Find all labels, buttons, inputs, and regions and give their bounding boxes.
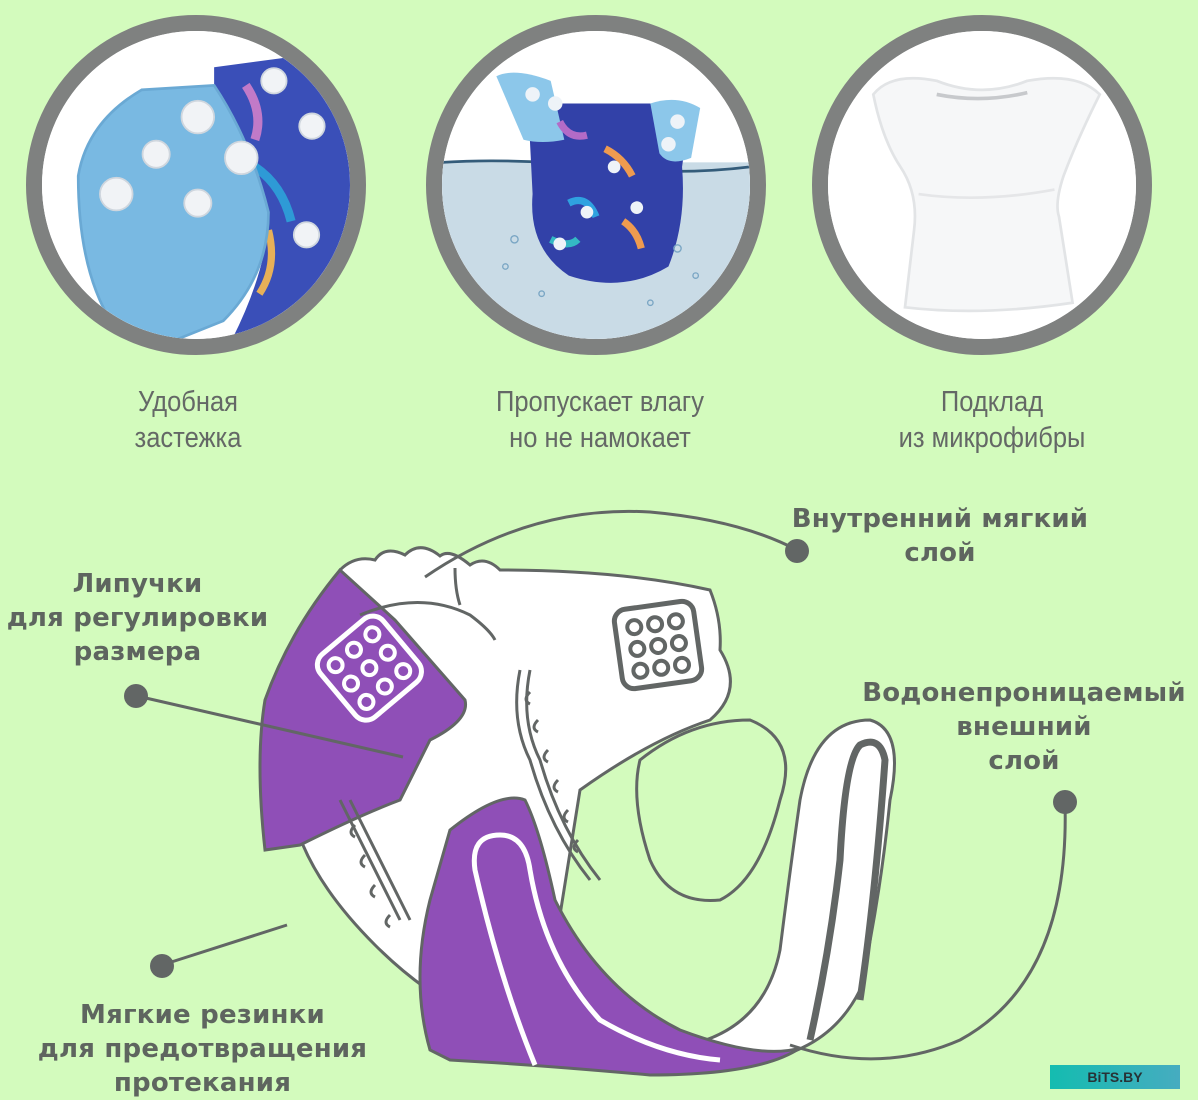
snap-patch-icon	[611, 598, 705, 692]
elastics-label: Мягкие резинки для предотвращения протек…	[20, 998, 385, 1100]
label-line: Липучки	[72, 569, 203, 599]
fastener-caption: Удобная застежка	[30, 384, 347, 456]
watermark-badge: BiTS.BY	[1050, 1065, 1180, 1089]
waterproof-caption: Пропускает влагу но не намокает	[442, 384, 759, 456]
fastener-illustration-icon	[42, 31, 350, 339]
caption-line: Удобная	[137, 386, 239, 418]
label-line: Внутренний мягкий	[791, 504, 1089, 534]
velcro-label: Липучки для регулировки размера	[0, 567, 275, 669]
label-line: слой	[904, 538, 976, 568]
caption-line: Пропускает влагу	[496, 386, 704, 418]
label-line: внешний	[956, 712, 1092, 742]
waterproof-photo	[426, 15, 766, 355]
caption-line: Подклад	[940, 386, 1044, 418]
callout-dots	[124, 539, 1077, 978]
label-line: размера	[73, 637, 202, 667]
velcro-patch-icon	[314, 613, 424, 723]
callout-lines	[136, 509, 1067, 1061]
label-line: слой	[988, 746, 1060, 776]
outer-layer-label: Водонепроницаемый внешний слой	[850, 676, 1198, 778]
label-line: протекания	[113, 1068, 292, 1098]
microfiber-insert-illustration-icon	[828, 31, 1136, 339]
label-line: для регулировки	[6, 603, 269, 633]
caption-line: из микрофибры	[898, 422, 1086, 454]
inner-layer-label: Внутренний мягкий слой	[770, 502, 1110, 570]
water-diaper-illustration-icon	[442, 31, 750, 339]
label-line: для предотвращения	[37, 1034, 368, 1064]
caption-line: но не намокает	[509, 422, 691, 454]
label-line: Мягкие резинки	[80, 1000, 325, 1030]
caption-line: застежка	[134, 422, 242, 454]
label-line: Водонепроницаемый	[862, 678, 1186, 708]
microfiber-caption: Подклад из микрофибры	[834, 384, 1151, 456]
